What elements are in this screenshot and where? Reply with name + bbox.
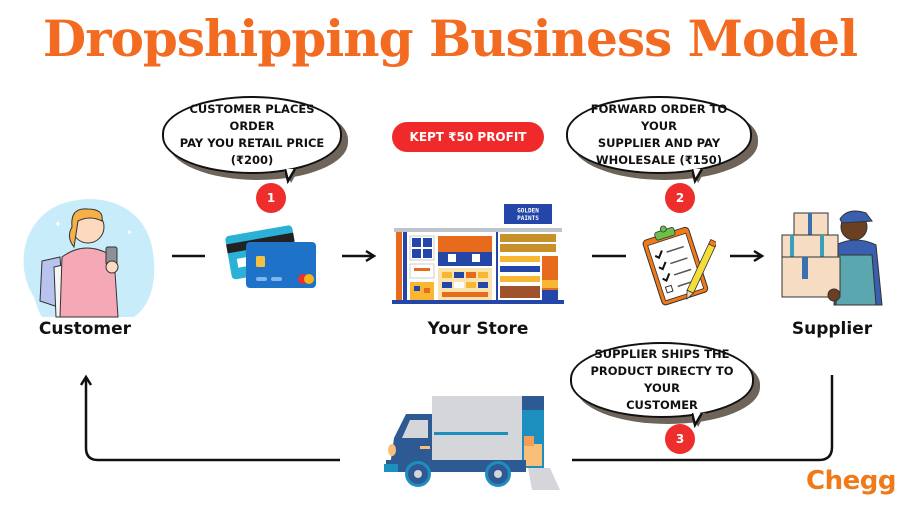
store-sign-text: GOLDEN [517, 208, 539, 215]
step-3-text: SUPPLIER SHIPS THE PRODUCT DIRECTY TO YO… [570, 342, 754, 418]
step-3-badge: 3 [665, 424, 695, 454]
step-1-badge: 1 [256, 183, 286, 213]
step-1-text: CUSTOMER PLACES ORDER PAY YOU RETAIL PRI… [162, 96, 342, 174]
delivery-man-boxes-icon [781, 210, 883, 306]
customer-label: Customer [38, 319, 132, 339]
clipboard-checklist-icon [642, 225, 716, 306]
svg-text:✦: ✦ [126, 228, 133, 237]
svg-text:PAINTS: PAINTS [517, 215, 539, 222]
step-3-bubble: SUPPLIER SHIPS THE PRODUCT DIRECTY TO YO… [570, 342, 760, 429]
step-2-text: FORWARD ORDER TO YOUR SUPPLIER AND PAY W… [566, 96, 752, 174]
chegg-logo: Chegg [806, 466, 896, 496]
supplier-label: Supplier [791, 319, 873, 339]
page-title: Dropshipping Business Model [42, 9, 858, 68]
delivery-truck-icon [384, 396, 560, 490]
step-2-bubble: FORWARD ORDER TO YOUR SUPPLIER AND PAY W… [566, 96, 758, 185]
svg-text:✦: ✦ [54, 220, 62, 230]
step-2-badge: 2 [665, 183, 695, 213]
customer-icon: ✦ ✦ [23, 199, 155, 318]
store-shelves-icon: GOLDEN PAINTS [392, 204, 564, 306]
store-label: Your Store [427, 319, 529, 339]
credit-cards-icon [225, 225, 316, 288]
step-1-bubble: CUSTOMER PLACES ORDER PAY YOU RETAIL PRI… [162, 96, 348, 185]
profit-badge: KEPT ₹50 PROFIT [392, 122, 544, 152]
